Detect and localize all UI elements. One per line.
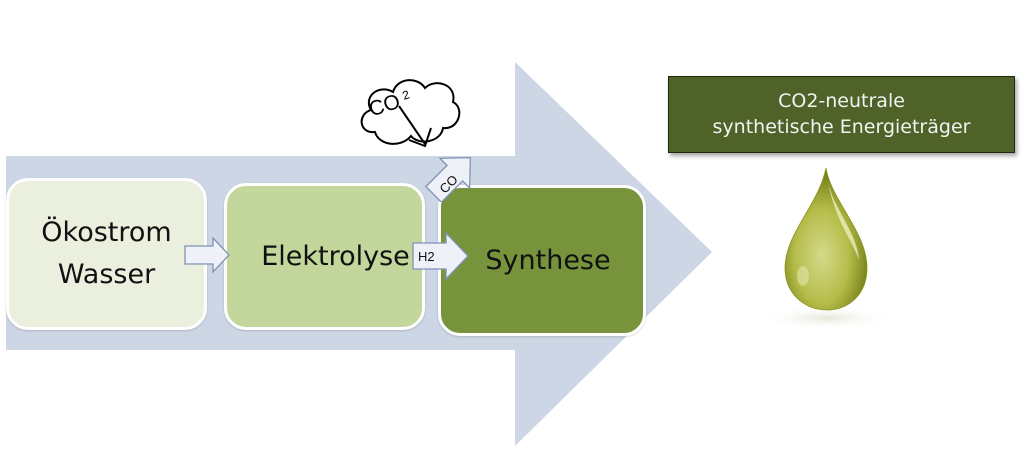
stage-synthesis-box: Synthese — [438, 185, 646, 336]
stage-input-box: Ökostrom Wasser — [6, 178, 207, 330]
co2-arrow-head — [408, 127, 432, 148]
oil-drop-icon — [757, 167, 897, 330]
product-label-box: CO2-neutrale synthetische Energieträger — [668, 76, 1015, 153]
h2-label: H2 — [418, 249, 435, 264]
co2-cloud-icon: CO 2 — [360, 79, 461, 148]
stage-synthesis-label: Synthese — [485, 244, 611, 276]
co2-arrow-shaft — [398, 105, 426, 145]
product-label-line-1: CO2-neutrale — [778, 89, 905, 112]
co2-subscript: 2 — [401, 87, 412, 102]
arrow-h2-icon: H2 — [412, 231, 469, 281]
arrow-co-icon: CO — [424, 156, 472, 202]
stage-electrolysis-label: Elektrolyse — [261, 240, 410, 272]
stage-input-label-1: Ökostrom — [41, 217, 172, 249]
product-label-line-2: synthetische Energieträger — [712, 115, 971, 138]
arrow-input-to-electrolysis-icon — [184, 236, 230, 274]
stage-electrolysis-box: Elektrolyse — [224, 183, 425, 330]
stage-input-label-2: Wasser — [57, 259, 156, 290]
